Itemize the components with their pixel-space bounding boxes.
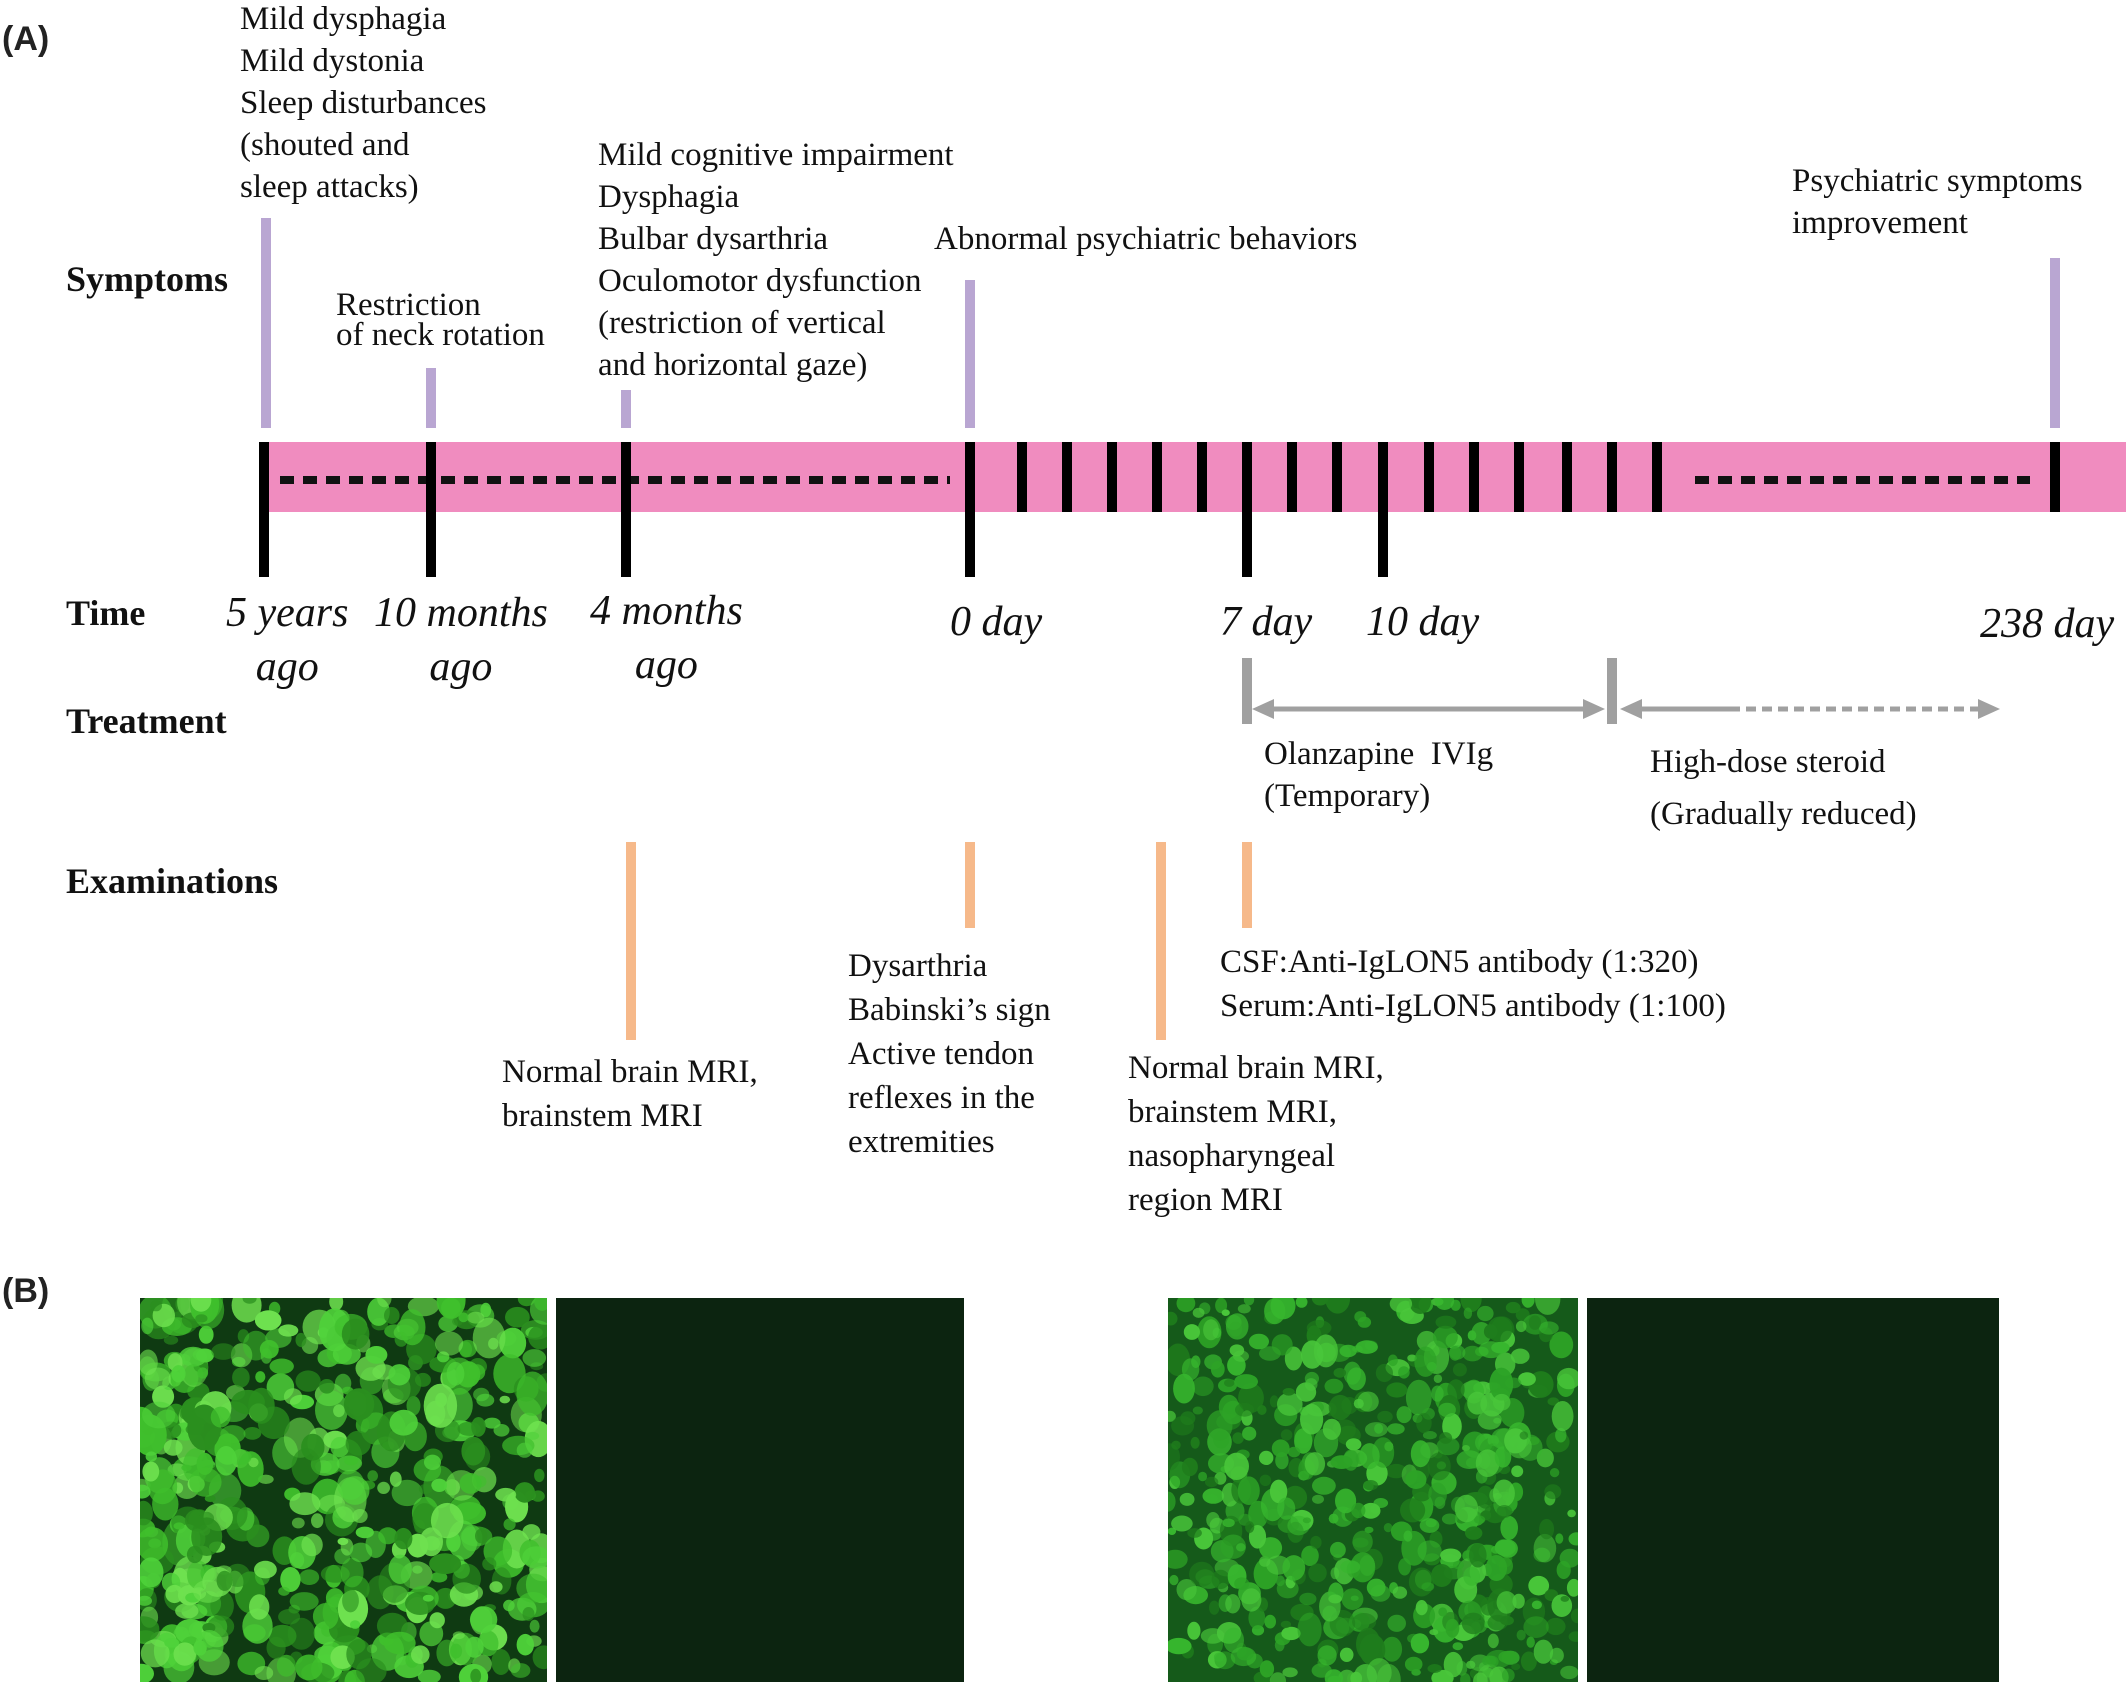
time-label-7-day: 7 day — [1220, 599, 1313, 645]
time-tick-minor — [1652, 442, 1662, 512]
symptom-text: and horizontal gaze) — [598, 347, 868, 383]
time-label-0-day: 0 day — [950, 599, 1043, 645]
symptoms-row-label: Symptoms — [66, 259, 229, 299]
time-tick-minor — [1607, 442, 1617, 512]
time-label-5-years: 5 years ago — [226, 590, 349, 690]
panel-b-label: (B) — [2, 1272, 50, 1310]
time-tick-major — [1242, 442, 1252, 577]
time-tick-major — [965, 442, 975, 577]
time-tick-minor — [1562, 442, 1572, 512]
symptom-text: Psychiatric symptoms — [1792, 163, 2083, 199]
symptom-text: (shouted and — [240, 127, 410, 163]
time-label-238-day: 238 day — [1980, 601, 2115, 647]
exam-group-3: Normal brain MRI, brainstem MRI, nasopha… — [1128, 1050, 1384, 1218]
time-tick-major — [1378, 442, 1388, 577]
time-tick-minor — [1152, 442, 1162, 512]
exam-group-4: CSF:Anti-IgLON5 antibody (1:320) Serum:A… — [1220, 944, 1726, 1024]
time-tick-major — [259, 442, 269, 577]
treatment-olanzapine-ivig: Olanzapine IVIg (Temporary) — [1264, 736, 1494, 814]
symptom-text: sleep attacks) — [240, 169, 419, 205]
symptom-text: Dysphagia — [598, 179, 740, 215]
fluorescence-image-3 — [1168, 1298, 1578, 1682]
exam-marker — [626, 842, 636, 1040]
steroid-arrow-left-head — [1620, 699, 1642, 719]
time-tick-minor — [1062, 442, 1072, 512]
time-label-10-months: 10 months ago — [374, 590, 548, 690]
examinations-row-label: Examinations — [66, 861, 279, 901]
fluorescence-image-3-canvas — [1168, 1298, 1578, 1682]
symptom-text: Mild dysphagia — [240, 1, 447, 37]
symptom-text: Sleep disturbances — [240, 85, 487, 121]
treatment-high-dose-steroid: High-dose steroid (Gradually reduced) — [1650, 744, 1917, 832]
time-tick-minor — [1287, 442, 1297, 512]
exam-group-1: Normal brain MRI, brainstem MRI — [502, 1054, 758, 1134]
symptom-text: improvement — [1792, 205, 1968, 241]
panel-a-label: (A) — [2, 20, 50, 58]
symptom-group-2: Restriction of neck rotation — [336, 287, 545, 353]
fluorescence-image-2 — [556, 1298, 964, 1682]
symptom-marker — [621, 390, 631, 428]
symptom-group-1: Mild dysphagia Mild dystonia Sleep distu… — [240, 0, 487, 208]
time-tick-minor — [1017, 442, 1027, 512]
symptom-marker — [965, 280, 975, 428]
time-tick-minor — [1469, 442, 1479, 512]
symptom-text: Bulbar dysarthria — [598, 221, 829, 257]
ivig-arrow-left-head — [1252, 699, 1274, 719]
exam-marker — [1156, 842, 1166, 1040]
fluorescence-image-1-canvas — [140, 1298, 547, 1682]
time-label-4-months: 4 months ago — [590, 588, 743, 688]
symptom-marker — [426, 368, 436, 428]
exam-group-2: Dysarthria Babinski’s sign Active tendon… — [848, 948, 1051, 1160]
fluorescence-image-4 — [1587, 1298, 1999, 1682]
symptom-text: Oculomotor dysfunction — [598, 263, 922, 299]
treatment-switch-marker — [1607, 658, 1617, 724]
ivig-arrow-right-head — [1583, 699, 1605, 719]
fluorescence-image-1 — [140, 1298, 547, 1682]
symptom-group-4: Abnormal psychiatric behaviors — [934, 218, 1357, 260]
exam-marker — [1242, 842, 1252, 928]
treatment-start-marker — [1242, 658, 1252, 724]
symptom-text: Mild dystonia — [240, 43, 425, 79]
symptom-text: Abnormal psychiatric behaviors — [934, 221, 1358, 257]
symptom-text: Mild cognitive impairment — [598, 137, 954, 173]
time-tick-minor — [1514, 442, 1524, 512]
time-tick-major — [621, 442, 631, 577]
symptom-group-5: Psychiatric symptoms improvement — [1792, 160, 2083, 244]
time-tick-minor — [1197, 442, 1207, 512]
time-tick-minor — [1424, 442, 1434, 512]
time-label-10-day: 10 day — [1366, 599, 1480, 645]
symptom-marker — [2050, 258, 2060, 428]
time-tick-minor — [1107, 442, 1117, 512]
treatment-row-label: Treatment — [66, 701, 227, 741]
symptom-marker — [261, 218, 271, 428]
time-tick-major — [426, 442, 436, 577]
time-row-label: Time — [66, 593, 146, 633]
time-tick-minor — [1332, 442, 1342, 512]
symptom-text: Restriction — [336, 287, 481, 323]
time-tick-end — [2050, 442, 2060, 512]
symptom-group-3: Mild cognitive impairment Dysphagia Bulb… — [598, 134, 954, 386]
symptom-text: of neck rotation — [336, 317, 545, 353]
symptom-text: (restriction of vertical — [598, 305, 886, 341]
exam-marker — [965, 842, 975, 928]
steroid-arrow-right-head — [1978, 699, 2000, 719]
